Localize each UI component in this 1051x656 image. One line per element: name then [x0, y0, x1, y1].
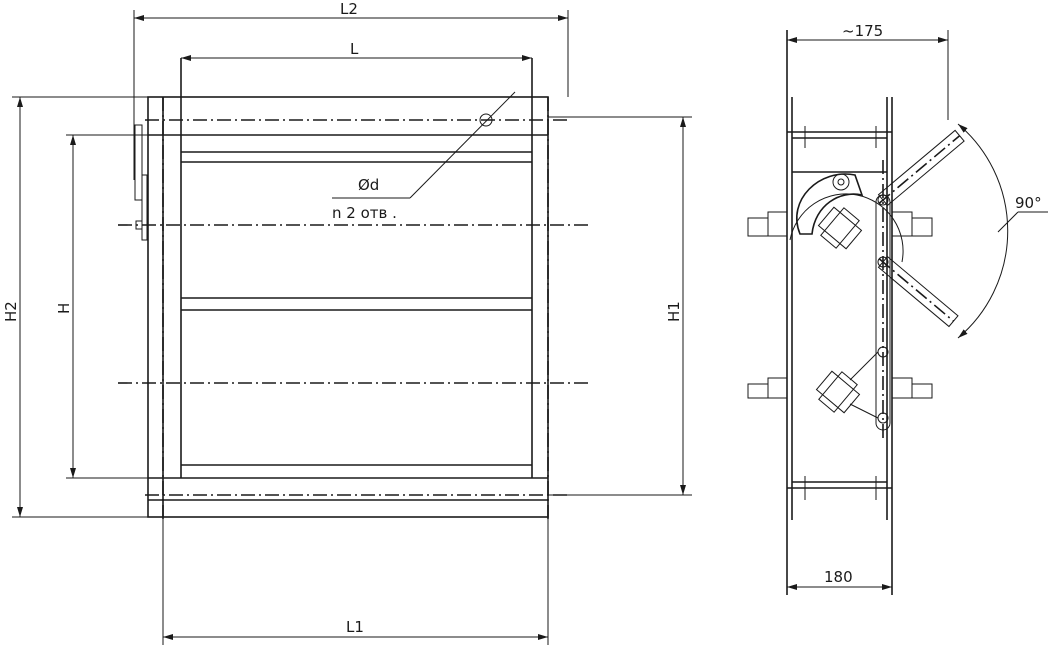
side-view: 90° ~175 180 [747, 22, 1048, 595]
angle-label: 90° [1015, 194, 1042, 212]
dim-L1: L1 [346, 618, 364, 636]
dim-L: L [350, 40, 359, 58]
dim-top: ~175 [842, 22, 883, 40]
dim-H: H [55, 303, 73, 314]
hole-diameter-label: Ød [358, 176, 379, 194]
dim-bottom: 180 [824, 568, 853, 586]
front-view: Ød n 2 отв . L2 L L1 H2 H H1 [2, 0, 692, 645]
dim-L2: L2 [340, 0, 358, 18]
dim-H2: H2 [2, 301, 20, 322]
hole-icon [479, 113, 493, 127]
dim-H1: H1 [665, 301, 683, 322]
hole-count-label: n 2 отв . [332, 204, 397, 222]
